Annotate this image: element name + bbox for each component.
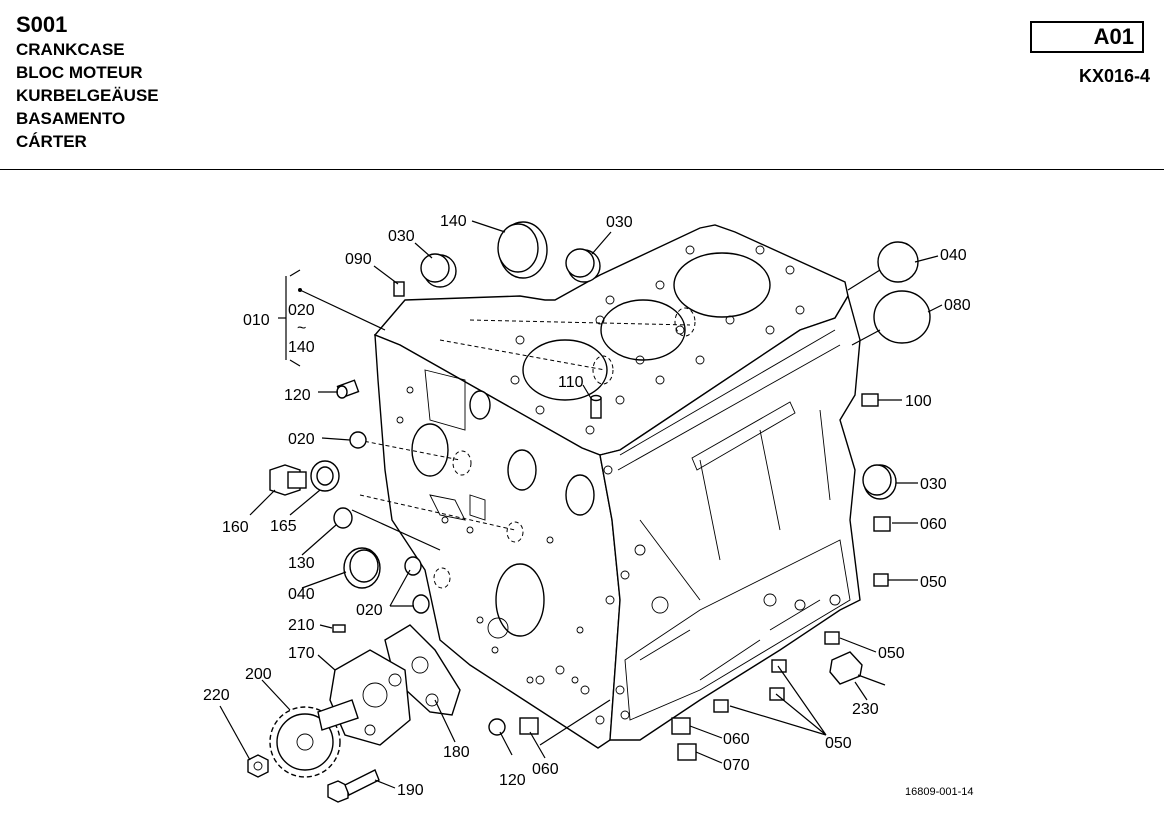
callout-130: 130 [288, 555, 315, 572]
callout-030-a: 030 [388, 228, 415, 245]
loose-parts [247, 221, 931, 803]
section-code: S001 [16, 12, 68, 37]
callout-050-c: 050 [825, 735, 852, 752]
callout-160: 160 [222, 519, 249, 536]
callout-090: 090 [345, 251, 372, 268]
callout-140-top: 140 [440, 213, 467, 230]
bolt-190 [327, 769, 380, 803]
callout-110: 110 [558, 374, 584, 391]
callout-060-c: 060 [532, 761, 559, 778]
plug-040-right [877, 241, 919, 283]
plug-030-a [420, 253, 457, 288]
callout-200: 200 [245, 666, 272, 683]
page-box: A01 [1030, 21, 1144, 53]
callout-210: 210 [288, 617, 315, 634]
callout-030-b: 030 [606, 214, 633, 231]
nut-220 [247, 754, 269, 778]
callout-010: 010 [243, 312, 270, 329]
title-en: CRANKCASE [16, 40, 125, 59]
callout-100: 100 [905, 393, 932, 410]
callout-range-tilde: ~ [297, 320, 306, 337]
drawing-reference: 16809-001-14 [905, 786, 974, 798]
pin-100 [861, 393, 879, 407]
plug-140 [497, 221, 548, 279]
callout-050-a: 050 [920, 574, 947, 591]
callout-120-b: 120 [499, 772, 526, 789]
title-es: CÁRTER [16, 132, 87, 151]
plug-050-b [824, 631, 840, 645]
callout-040-left: 040 [288, 586, 315, 603]
callout-165: 165 [270, 518, 297, 535]
crankcase-block [357, 224, 861, 749]
callout-020-b: 020 [356, 602, 383, 619]
callout-020-a: 020 [288, 431, 315, 448]
bolt-160 [269, 464, 307, 496]
pin-090 [393, 281, 405, 297]
plug-020-a [349, 431, 367, 449]
header-titles: S001 CRANKCASE BLOC MOTEUR KURBELGEÄUSE … [16, 12, 159, 153]
pin-120-b [488, 718, 506, 736]
leader-lines [219, 220, 943, 789]
bushing-130 [333, 507, 353, 529]
callout-030-right: 030 [920, 476, 947, 493]
seal-165 [310, 460, 340, 492]
oil-switch-230 [829, 651, 886, 686]
callout-190: 190 [397, 782, 424, 799]
seal-040-left [343, 547, 381, 589]
callout-labels: 140 030 030 090 010 020 ~ 140 040 080 11… [203, 213, 974, 799]
plug-070 [677, 743, 697, 761]
title-de: KURBELGEÄUSE [16, 86, 159, 105]
header-divider [0, 169, 1164, 170]
plug-050-e [713, 699, 729, 713]
plug-080 [873, 290, 931, 344]
callout-050-b: 050 [878, 645, 905, 662]
callout-230: 230 [852, 701, 879, 718]
plug-060-c [519, 717, 539, 735]
callout-170: 170 [288, 645, 315, 662]
callout-060-b: 060 [723, 731, 750, 748]
callout-120-a: 120 [284, 387, 311, 404]
dowel-110 [590, 394, 602, 419]
callout-070: 070 [723, 757, 750, 774]
plug-060-a [873, 516, 891, 532]
plug-050-c [771, 659, 787, 673]
callout-180: 180 [443, 744, 470, 761]
title-fr: BLOC MOTEUR [16, 63, 143, 82]
plug-030-right [862, 464, 897, 500]
model-code: KX016-4 [1078, 66, 1150, 86]
plug-030-b [565, 248, 601, 283]
plug-060-b [671, 717, 691, 735]
pin-120-a [336, 379, 360, 399]
callout-range-end: 140 [288, 339, 315, 356]
callout-range-start: 020 [288, 302, 315, 319]
callout-080: 080 [944, 297, 971, 314]
plug-020-b [404, 556, 422, 576]
plug-020-c [412, 594, 430, 614]
callout-220: 220 [203, 687, 230, 704]
callout-060-a: 060 [920, 516, 947, 533]
plug-050-a [873, 573, 889, 587]
callout-040-right: 040 [940, 247, 967, 264]
title-it: BASAMENTO [16, 109, 126, 128]
key-210 [332, 624, 346, 633]
